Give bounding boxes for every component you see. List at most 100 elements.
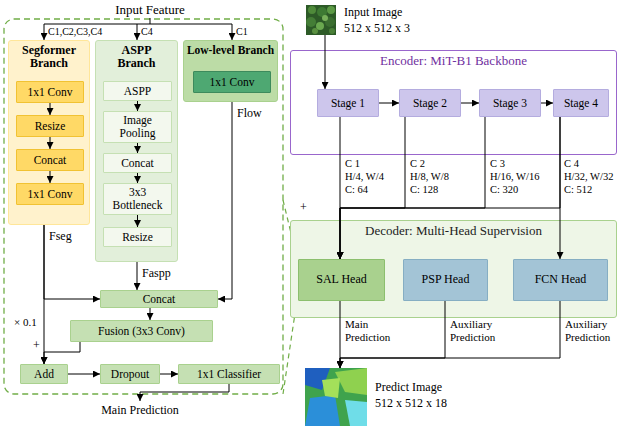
layer-box: Concat — [16, 149, 84, 171]
label-holder: Flow — [237, 106, 262, 120]
input-image — [306, 5, 336, 35]
input-title: Input Feature — [100, 2, 200, 18]
connector-arrow — [325, 35, 326, 89]
connector-arrow — [461, 103, 479, 104]
layer-box: 1x1 Conv — [193, 71, 271, 93]
encoder-panel: Encoder: MiT-B1 BackboneStage 1Stage 2St… — [290, 50, 617, 155]
image-caption: 512 x 512 x 3 — [344, 21, 410, 37]
layer-box: 1x1 Conv — [16, 81, 84, 103]
panel-title: Segformer Branch — [9, 44, 89, 71]
box-label: 1x1 Conv — [27, 188, 72, 201]
connector-arrow — [137, 262, 138, 290]
caption-group: Predict Image512 x 512 x 18 — [375, 380, 447, 411]
image-caption: Input Image — [344, 5, 410, 21]
input-wire — [232, 24, 233, 40]
edge-label: Main Prediction — [345, 318, 403, 344]
edge-label: Auxiliary Prediction — [450, 318, 508, 344]
tree-crown — [316, 22, 324, 30]
connector-arrow — [340, 301, 341, 368]
box-label: Concat — [143, 293, 176, 306]
label-holder: Main Prediction — [90, 403, 190, 417]
connector-arrow — [340, 301, 445, 368]
connector-arrow — [340, 117, 560, 259]
edge-label: Fseg — [49, 229, 72, 243]
box-label: Add — [34, 368, 54, 381]
segment-region — [335, 368, 367, 395]
connector-arrow — [137, 143, 138, 153]
panel-title: Low-level Branch — [184, 44, 277, 57]
caption-group: Input Image512 x 512 x 3 — [344, 5, 410, 36]
label-holder: C1,C2,C3,C4 — [48, 26, 102, 38]
box-label: Stage 4 — [564, 97, 598, 110]
box-label: Concat — [34, 154, 67, 167]
feature-size: H/8, W/8 — [410, 171, 449, 184]
tree-crown — [327, 6, 335, 14]
label-holder: Faspp — [142, 266, 171, 280]
image-thumbnail: Input Image512 x 512 x 3 — [306, 5, 336, 35]
connector-arrow — [340, 301, 560, 368]
box-label: SAL Head — [316, 273, 367, 286]
label-holder: H/16, W/16 — [490, 171, 539, 184]
input-wire — [44, 24, 45, 40]
connector-arrow — [50, 171, 51, 183]
panel-title: ASPP Branch — [112, 44, 162, 71]
edge-label: × 0.1 — [14, 316, 37, 329]
feature-label: C 3 — [490, 158, 505, 171]
label-holder: H/8, W/8 — [410, 171, 449, 184]
box-label: Dropout — [111, 368, 149, 381]
branch-panel: Segformer Branch1x1 ConvResizeConcat1x1 … — [8, 40, 90, 225]
panel-title: Encoder: MiT-B1 Backbone — [291, 54, 616, 69]
edge-label: Flow — [237, 106, 262, 120]
label-holder: C 2 — [410, 158, 425, 171]
label-holder: Auxiliary Prediction — [450, 318, 508, 344]
segment-ground — [305, 368, 367, 426]
layer-box: Resize — [16, 115, 84, 137]
process-box: Dropout — [100, 364, 160, 384]
output-label: Main Prediction — [90, 403, 190, 417]
layer-box: Concat — [103, 153, 172, 173]
feature-label: C1,C2,C3,C4 — [48, 26, 102, 38]
box-label: Image Pooling — [113, 114, 163, 140]
connector-arrow — [160, 374, 178, 375]
label-holder: Main Prediction — [345, 318, 403, 344]
layer-box: 1x1 Conv — [16, 183, 84, 205]
predict-image — [305, 368, 367, 426]
image-caption: Predict Image — [375, 380, 447, 396]
label-holder: × 0.1 — [14, 316, 37, 329]
box-label: Concat — [121, 157, 154, 170]
decoder-panel: Decoder: Multi-Head SupervisionSAL Head P… — [290, 220, 617, 318]
panel-title: Decoder: Multi-Head Supervision — [291, 224, 616, 239]
segment-region — [305, 395, 340, 426]
feature-label: C 2 — [410, 158, 425, 171]
connector-arrow — [150, 308, 151, 320]
connector-arrow — [560, 117, 561, 259]
connector-arrow — [340, 117, 485, 259]
feature-channels: C: 128 — [410, 184, 438, 197]
head-box: PSP Head — [403, 259, 488, 301]
connector-arrow — [340, 117, 405, 259]
tree-crown — [308, 6, 316, 14]
label-holder: C1 — [236, 26, 248, 38]
label-holder: H/4, W/4 — [345, 171, 384, 184]
box-label: 1x1 Conv — [27, 86, 72, 99]
feature-label: C4 — [141, 26, 153, 38]
tree-crown — [312, 28, 318, 34]
tree-crown — [322, 15, 328, 21]
layer-box: Resize — [103, 227, 172, 247]
label-holder: + — [33, 338, 40, 352]
branch-panel: Low-level Branch 1x1 Conv — [183, 40, 278, 102]
connector-arrow — [50, 103, 51, 115]
connector-arrow — [44, 225, 45, 364]
image-caption: 512 x 512 x 18 — [375, 396, 447, 412]
connector-arrow — [50, 137, 51, 149]
stage-box: Stage 3 — [479, 89, 541, 117]
label-holder: C4 — [141, 26, 153, 38]
label-holder: C 4 — [564, 158, 579, 171]
feature-channels: C: 320 — [490, 184, 518, 197]
connector-arrow — [137, 215, 138, 227]
connector-arrow — [340, 117, 341, 259]
process-box: 1x1 Classifier — [178, 364, 280, 384]
label-holder: Input Feature — [100, 2, 200, 18]
